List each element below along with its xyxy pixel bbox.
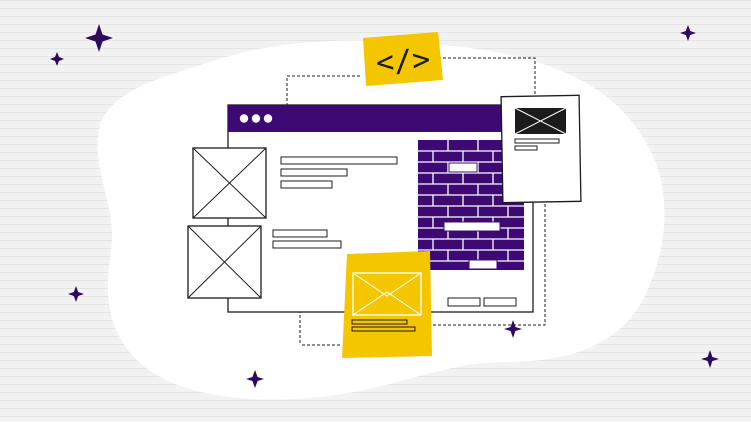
text-line [280, 180, 333, 189]
window-dots-icon [239, 114, 273, 123]
text-line [272, 229, 328, 238]
image-placeholder-bottom [187, 225, 262, 299]
sparkle-icon [68, 286, 84, 302]
floating-card-yellow [342, 251, 432, 358]
connector-line [424, 202, 546, 342]
image-placeholder-top [192, 147, 267, 219]
grid-highlight-cell [448, 162, 478, 173]
grid-highlight-cell [443, 221, 501, 232]
grid-highlight-cell [468, 259, 498, 270]
sparkle-icon [246, 370, 264, 388]
sparkle-icon [701, 350, 719, 368]
image-placeholder-icon [352, 272, 422, 316]
floating-card-right [500, 94, 582, 204]
sparkle-icon [50, 52, 64, 66]
content-grid [418, 140, 524, 270]
sparkle-icon [85, 24, 113, 52]
image-placeholder-icon [192, 147, 267, 219]
connector-line [286, 75, 362, 106]
text-line [272, 240, 342, 249]
code-badge: </> [363, 32, 443, 86]
text-line [280, 156, 398, 165]
browser-title-bar [228, 105, 533, 132]
text-line [280, 168, 348, 177]
footer-button[interactable] [483, 297, 517, 307]
footer-button[interactable] [447, 297, 481, 307]
connector-line [438, 57, 536, 103]
sparkle-icon [680, 25, 696, 41]
code-icon: </> [375, 42, 431, 81]
image-placeholder-icon [187, 225, 262, 299]
sparkle-icon [504, 320, 522, 338]
